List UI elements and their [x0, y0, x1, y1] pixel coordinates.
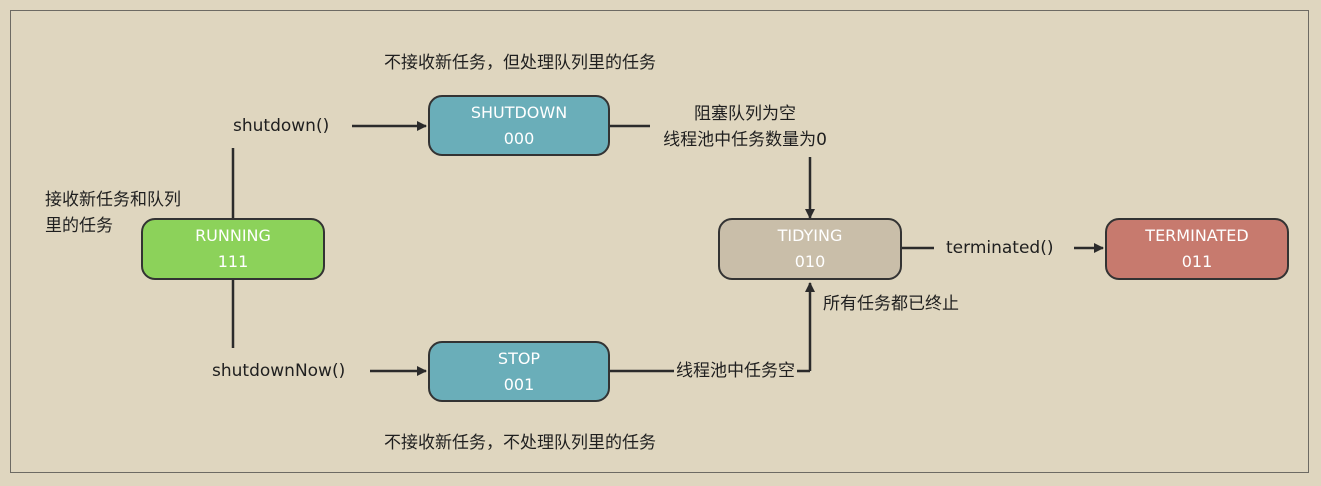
state-tidying-code: 010	[794, 252, 826, 271]
state-running-name: RUNNING	[195, 226, 271, 245]
state-stop-code: 001	[503, 374, 535, 394]
state-tidying-name: TIDYING	[777, 226, 843, 245]
running-desc-line1: 接收新任务和队列	[45, 190, 181, 210]
shutdown-call-label: shutdown()	[233, 116, 330, 136]
shutdown-to-tidying-line1: 阻塞队列为空	[693, 104, 796, 124]
state-terminated: TERMINATED 011	[1105, 218, 1289, 280]
running-desc: 接收新任务和队列 里的任务	[45, 187, 181, 239]
state-shutdown-name: SHUTDOWN	[470, 102, 568, 122]
state-terminated-name: TERMINATED	[1145, 226, 1249, 245]
stop-to-tidying-side-label: 所有任务都已终止	[823, 294, 959, 314]
state-tidying: TIDYING 010	[718, 218, 902, 280]
stop-to-tidying-mid-label: 线程池中任务空	[674, 358, 797, 384]
stop-desc: 不接收新任务，不处理队列里的任务	[384, 433, 656, 453]
state-running: RUNNING 111	[141, 218, 325, 280]
shutdown-now-call-label: shutdownNow()	[212, 361, 346, 381]
state-stop-name: STOP	[497, 348, 541, 368]
state-stop: STOP 001	[428, 341, 610, 402]
state-running-code: 111	[217, 252, 249, 271]
shutdown-desc: 不接收新任务，但处理队列里的任务	[384, 53, 656, 73]
state-shutdown: SHUTDOWN 000	[428, 95, 610, 156]
diagram-frame	[10, 10, 1309, 473]
terminated-call-label: terminated()	[946, 238, 1054, 258]
running-desc-line2: 里的任务	[45, 216, 113, 236]
state-shutdown-code: 000	[503, 128, 535, 148]
shutdown-to-tidying-condition: 阻塞队列为空 线程池中任务数量为0	[663, 101, 827, 153]
state-terminated-code: 011	[1181, 252, 1213, 271]
shutdown-to-tidying-line2: 线程池中任务数量为0	[663, 130, 827, 150]
